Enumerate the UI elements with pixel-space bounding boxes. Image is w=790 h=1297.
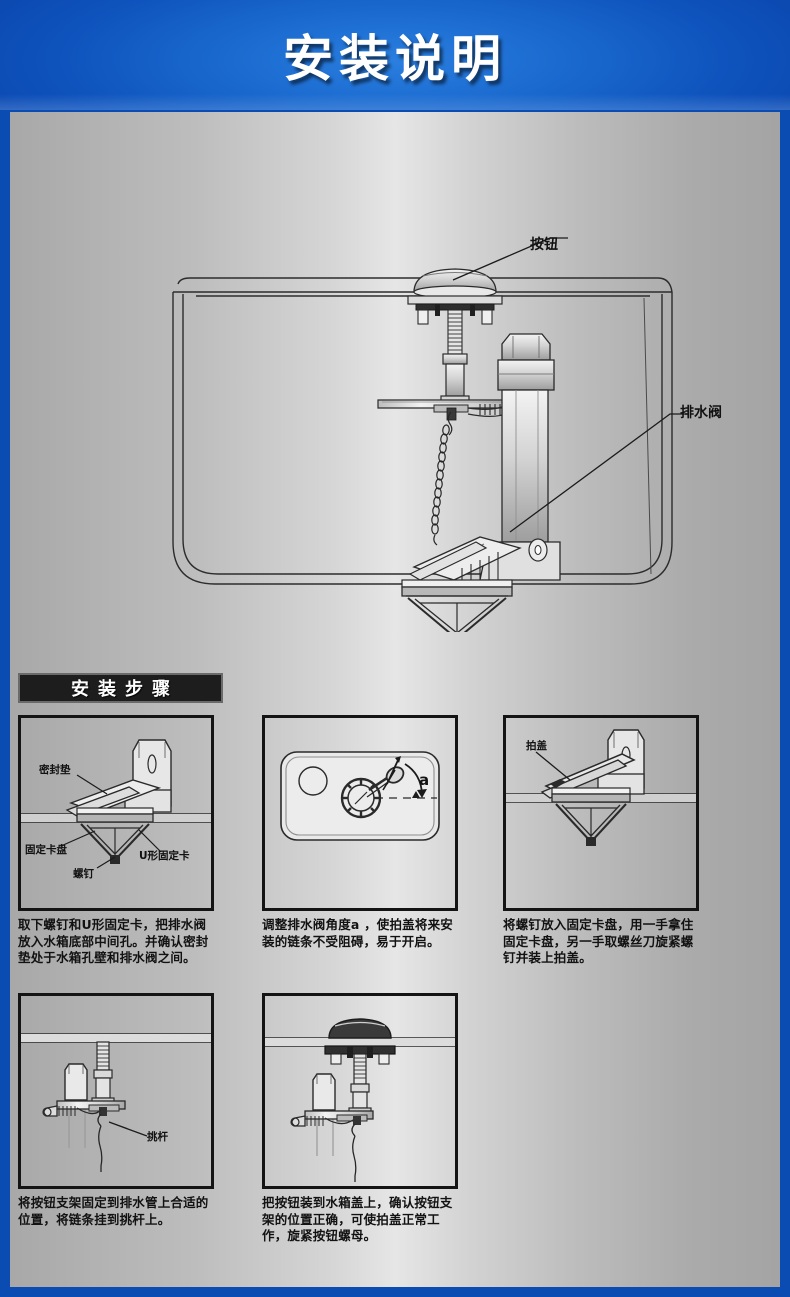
step-2-illustration: a xyxy=(262,715,458,911)
step-5-svg xyxy=(265,1018,455,1182)
step-2-label-angle-a: a xyxy=(419,771,430,789)
step-4-illustration: 挑杆 xyxy=(18,993,214,1189)
step-1-illustration: 密封垫 固定卡盘 螺钉 U形固定卡 xyxy=(18,715,214,911)
leader-lines xyxy=(452,237,688,533)
page-title: 安装说明 xyxy=(283,30,507,88)
step-1-label-fixing-chuck: 固定卡盘 xyxy=(25,844,67,856)
step-3-svg xyxy=(506,729,696,846)
step-panel-2: a 调整排水阀角度a ，使拍盖将来安装的链条不受阻碍，易于开启。 xyxy=(262,715,458,950)
step-3-illustration: 拍盖 xyxy=(503,715,699,911)
leader-button xyxy=(452,237,568,281)
step-1-caption: 取下螺钉和U形固定卡，把排水阀放入水箱底部中间孔。并确认密封垫处于水箱孔壁和排水… xyxy=(18,917,209,965)
step-3-caption: 将螺钉放入固定卡盘，用一手拿住固定卡盘，另一手取螺丝刀旋紧螺钉并装上拍盖。 xyxy=(503,917,694,965)
content-area: 按钮 排水阀 安装步骤 xyxy=(10,112,780,1287)
step-panel-1: 密封垫 固定卡盘 螺钉 U形固定卡 取下螺钉和U形固定卡，把排水阀放入水箱底部中… xyxy=(18,715,214,967)
leader-drain-valve xyxy=(509,413,688,533)
step-1-label-u-clip: U形固定卡 xyxy=(139,850,190,862)
push-button-assembly xyxy=(407,268,503,406)
header-sheen xyxy=(0,94,790,110)
step-4-caption: 将按钮支架固定到排水管上合适的位置，将链条挂到挑杆上。 xyxy=(18,1195,209,1227)
main-diagram: 按钮 排水阀 xyxy=(10,112,780,632)
step-5-caption: 把按钮装到水箱盖上，确认按钮支架的位置正确，可使拍盖正常工作，旋紧按钮螺母。 xyxy=(262,1195,453,1243)
toilet-tank-cutaway-svg xyxy=(172,237,688,632)
label-button: 按钮 xyxy=(530,237,558,253)
step-2-caption: 调整排水阀角度a ，使拍盖将来安装的链条不受阻碍，易于开启。 xyxy=(262,917,453,949)
step-5-illustration xyxy=(262,993,458,1189)
step-4-label-lift-rod: 挑杆 xyxy=(147,1131,168,1143)
step-panel-3: 拍盖 将螺钉放入固定卡盘，用一手拿住固定卡盘，另一手取螺丝刀旋紧螺钉并装上拍盖。 xyxy=(503,715,699,967)
steps-grid: 密封垫 固定卡盘 螺钉 U形固定卡 取下螺钉和U形固定卡，把排水阀放入水箱底部中… xyxy=(10,715,780,1285)
label-drain-valve: 排水阀 xyxy=(680,405,722,421)
step-1-label-screw: 螺钉 xyxy=(73,868,94,880)
page-header: 安装说明 xyxy=(0,0,790,110)
step-panel-4: 挑杆 将按钮支架固定到排水管上合适的位置，将链条挂到挑杆上。 xyxy=(18,993,214,1228)
step-4-svg xyxy=(21,1033,211,1172)
step-panel-5: 把按钮装到水箱盖上，确认按钮支架的位置正确，可使拍盖正常工作，旋紧按钮螺母。 xyxy=(262,993,458,1245)
step-1-svg xyxy=(21,739,211,869)
installation-steps-title: 安装步骤 xyxy=(71,679,179,700)
flapper-assembly xyxy=(401,536,522,632)
chain xyxy=(431,411,453,546)
step-3-label-flap-cover: 拍盖 xyxy=(526,740,547,752)
installation-steps-title-bar: 安装步骤 xyxy=(18,673,223,703)
step-2-svg xyxy=(280,751,440,841)
step-1-label-seal-gasket: 密封垫 xyxy=(39,764,71,776)
